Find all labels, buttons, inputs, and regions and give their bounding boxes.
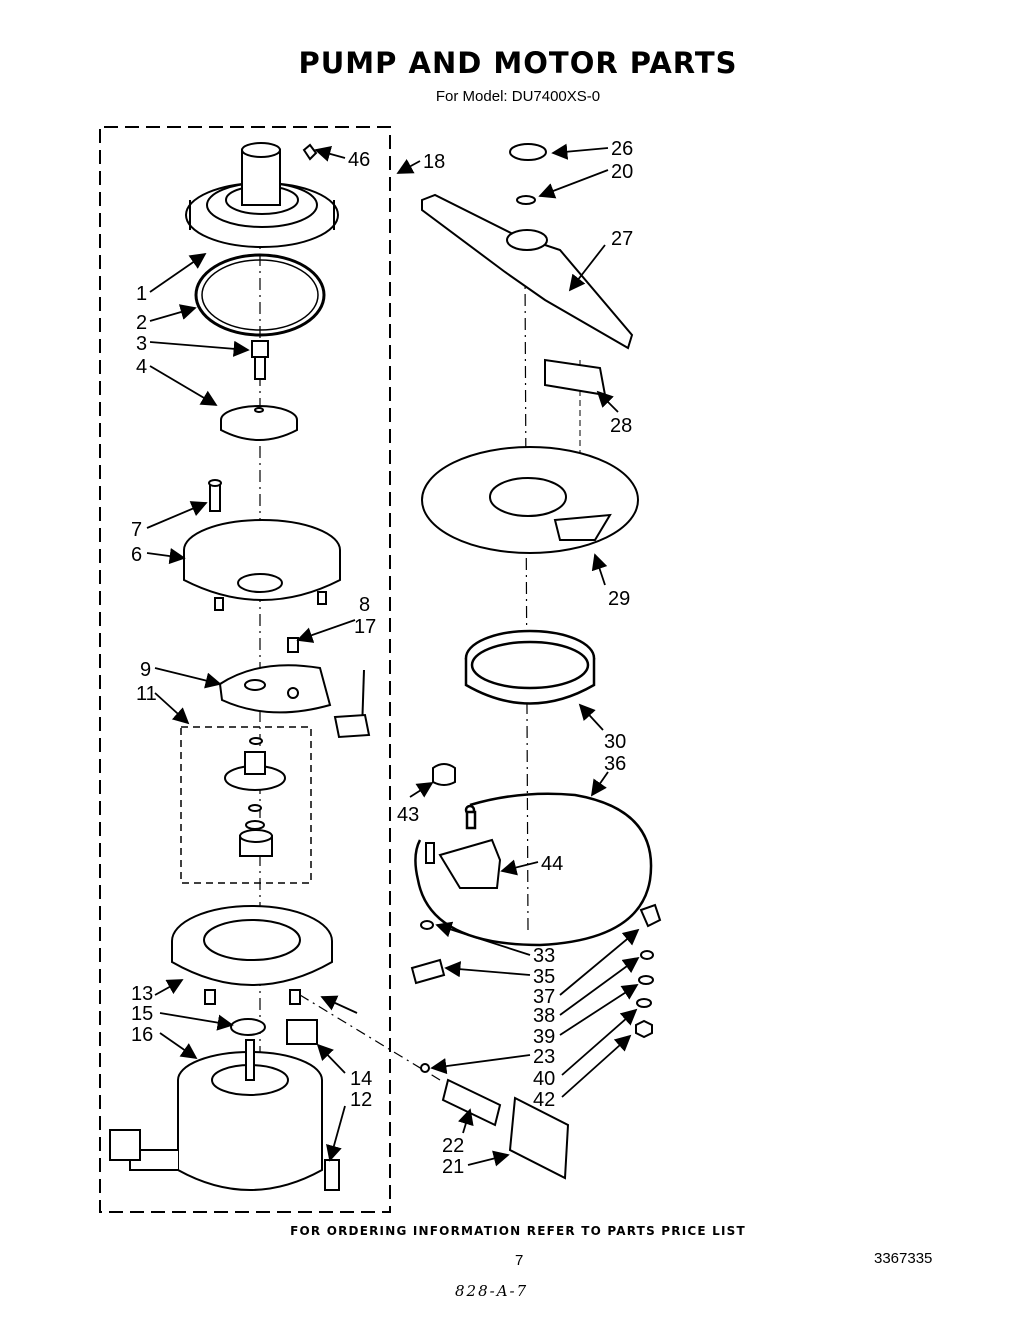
spray-arm-part xyxy=(421,193,634,350)
callout-46: 46 xyxy=(348,149,370,171)
seal-ring-part xyxy=(464,629,596,705)
callout-17: 17 xyxy=(354,616,376,638)
terminal-clip-part xyxy=(639,903,662,928)
callout-43: 43 xyxy=(397,804,419,826)
o-ring-part xyxy=(194,253,326,337)
impeller-part xyxy=(224,737,286,857)
pump-assembly-box xyxy=(99,126,391,1213)
callout-44: 44 xyxy=(541,853,563,875)
cap-part xyxy=(509,143,547,161)
callout-18: 18 xyxy=(423,151,445,173)
page-number: 7 xyxy=(515,1252,524,1269)
callout-39: 39 xyxy=(533,1026,555,1048)
page-title: PUMP AND MOTOR PARTS xyxy=(298,46,738,80)
callout-20: 20 xyxy=(611,161,633,183)
callout-29: 29 xyxy=(608,588,630,610)
pump-housing-part xyxy=(183,519,341,611)
washer-37-part xyxy=(640,950,654,960)
pump-cover-part xyxy=(185,142,339,248)
gasket-part xyxy=(286,1019,318,1045)
callout-8: 8 xyxy=(359,594,370,616)
callout-23: 23 xyxy=(533,1046,555,1068)
callout-16: 16 xyxy=(131,1024,153,1046)
bolt-part xyxy=(251,340,269,380)
callout-33: 33 xyxy=(533,945,555,967)
bracket-plate-part xyxy=(508,1096,570,1180)
callout-13: 13 xyxy=(131,983,153,1005)
callout-12: 12 xyxy=(350,1089,372,1111)
screen-disc-part xyxy=(421,446,639,554)
callout-9: 9 xyxy=(140,659,151,681)
nut-part xyxy=(420,920,434,930)
callout-40: 40 xyxy=(533,1068,555,1090)
callout-42: 42 xyxy=(533,1089,555,1111)
model-subtitle: For Model: DU7400XS-0 xyxy=(435,88,601,105)
callout-14: 14 xyxy=(350,1068,372,1090)
plate-part xyxy=(218,664,332,714)
motor-mount-part xyxy=(171,905,333,1005)
callout-35: 35 xyxy=(533,966,555,988)
thermostat-part xyxy=(432,763,456,786)
ordering-info-note: FOR ORDERING INFORMATION REFER TO PARTS … xyxy=(290,1224,746,1238)
washer-part xyxy=(230,1018,266,1036)
callout-38: 38 xyxy=(533,1005,555,1027)
nut-42-part xyxy=(635,1019,653,1039)
callout-26: 26 xyxy=(611,138,633,160)
callout-36: 36 xyxy=(604,753,626,775)
callout-37: 37 xyxy=(533,986,555,1008)
impeller-subassembly-box xyxy=(180,726,312,884)
pin-part xyxy=(333,669,371,739)
small-screw-part xyxy=(287,637,299,653)
callout-4: 4 xyxy=(136,356,147,378)
oring-23-part xyxy=(420,1063,430,1073)
sensor-part xyxy=(441,1078,502,1127)
handwritten-code: 828-A-7 xyxy=(455,1282,529,1300)
callout-27: 27 xyxy=(611,228,633,250)
washer-39-part xyxy=(636,998,652,1008)
bracket-part xyxy=(438,838,502,889)
clamp-part xyxy=(410,958,446,985)
motor-part xyxy=(109,1039,340,1191)
callout-3: 3 xyxy=(136,333,147,355)
terminal-part xyxy=(425,842,435,864)
washer-top-part xyxy=(516,195,536,205)
callout-21: 21 xyxy=(442,1156,464,1178)
callout-7: 7 xyxy=(131,519,142,541)
callout-30: 30 xyxy=(604,731,626,753)
document-code: 3367335 xyxy=(874,1250,933,1267)
screw-part xyxy=(208,479,222,512)
callout-1: 1 xyxy=(136,283,147,305)
callout-15: 15 xyxy=(131,1003,153,1025)
washer-38-part xyxy=(638,975,654,985)
callout-6: 6 xyxy=(131,544,142,566)
disc-part xyxy=(220,405,298,441)
callout-22: 22 xyxy=(442,1135,464,1157)
callout-28: 28 xyxy=(610,415,632,437)
callout-2: 2 xyxy=(136,312,147,334)
callout-11: 11 xyxy=(136,683,157,705)
heater-element-part xyxy=(414,792,653,947)
clip-part xyxy=(544,358,607,397)
